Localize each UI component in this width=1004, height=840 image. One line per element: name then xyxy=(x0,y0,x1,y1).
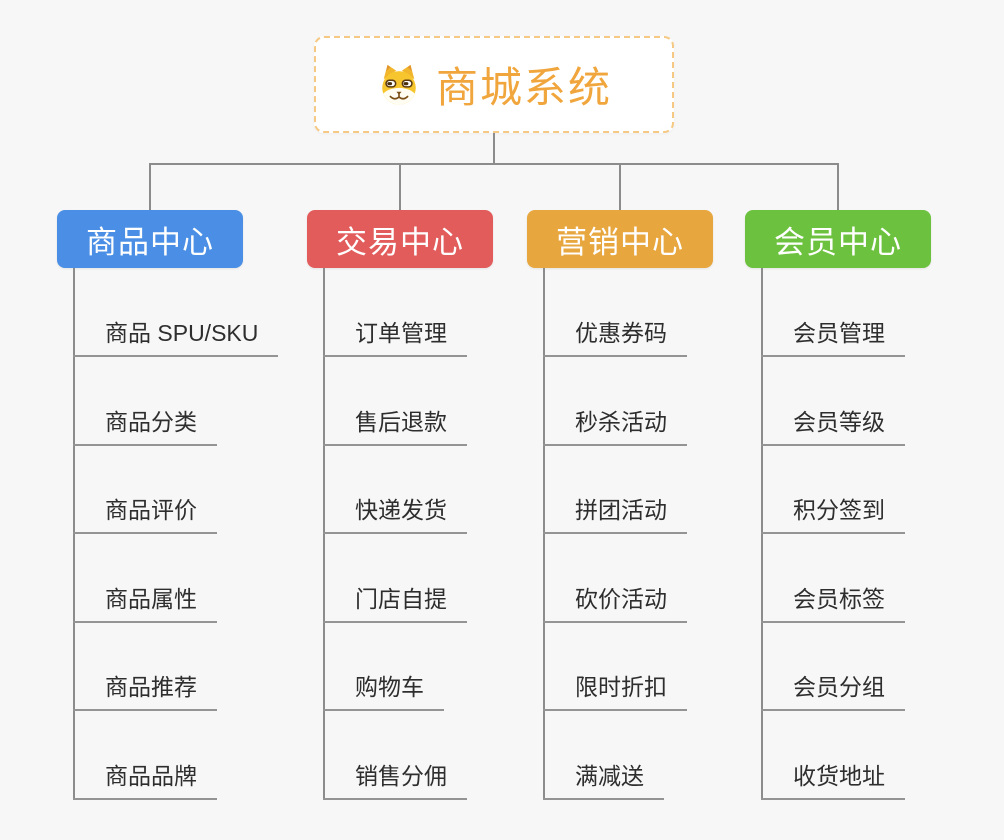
connector-line xyxy=(150,163,838,165)
connector-line xyxy=(73,268,75,800)
leaf-node[interactable]: 商品评价 xyxy=(73,495,217,534)
leaf-node[interactable]: 订单管理 xyxy=(323,318,467,357)
connector-line xyxy=(543,268,545,800)
leaf-node[interactable]: 门店自提 xyxy=(323,584,467,623)
leaf-node[interactable]: 拼团活动 xyxy=(543,495,687,534)
branch-node[interactable]: 营销中心 xyxy=(527,210,713,268)
dog-face-icon xyxy=(376,62,422,108)
branch-node[interactable]: 商品中心 xyxy=(57,210,243,268)
leaf-node[interactable]: 秒杀活动 xyxy=(543,407,687,446)
leaf-node[interactable]: 会员分组 xyxy=(761,672,905,711)
branch-label: 会员中心 xyxy=(774,224,902,260)
branch-label: 商品中心 xyxy=(86,224,214,260)
root-title: 商城系统 xyxy=(435,64,612,111)
leaf-node[interactable]: 商品分类 xyxy=(73,407,217,446)
leaf-node[interactable]: 商品推荐 xyxy=(73,672,217,711)
leaf-node[interactable]: 销售分佣 xyxy=(323,761,467,800)
leaf-node[interactable]: 商品属性 xyxy=(73,584,217,623)
leaf-node[interactable]: 售后退款 xyxy=(323,407,467,446)
connector-line xyxy=(761,268,763,800)
branch-label: 营销中心 xyxy=(556,224,684,260)
leaf-node[interactable]: 限时折扣 xyxy=(543,672,687,711)
leaf-node[interactable]: 商品 SPU/SKU xyxy=(73,318,279,357)
leaf-node[interactable]: 会员管理 xyxy=(761,318,905,357)
connector-line xyxy=(493,133,495,165)
leaf-node[interactable]: 砍价活动 xyxy=(543,584,687,623)
leaf-node[interactable]: 会员等级 xyxy=(761,407,905,446)
leaf-node[interactable]: 积分签到 xyxy=(761,495,905,534)
connector-line xyxy=(619,163,621,210)
connector-line xyxy=(149,163,151,210)
leaf-node[interactable]: 优惠券码 xyxy=(543,318,687,357)
connector-line xyxy=(837,163,839,210)
leaf-node[interactable]: 会员标签 xyxy=(761,584,905,623)
leaf-node[interactable]: 商品品牌 xyxy=(73,761,217,800)
branch-node[interactable]: 交易中心 xyxy=(307,210,493,268)
branch-node[interactable]: 会员中心 xyxy=(745,210,931,268)
leaf-node[interactable]: 购物车 xyxy=(323,672,444,711)
leaf-node[interactable]: 快递发货 xyxy=(323,495,467,534)
leaf-node[interactable]: 收货地址 xyxy=(761,761,905,800)
connector-line xyxy=(323,268,325,800)
branch-label: 交易中心 xyxy=(336,224,464,260)
root-node[interactable]: 商城系统 xyxy=(314,36,674,133)
connector-line xyxy=(399,163,401,210)
leaf-node[interactable]: 满减送 xyxy=(543,761,664,800)
